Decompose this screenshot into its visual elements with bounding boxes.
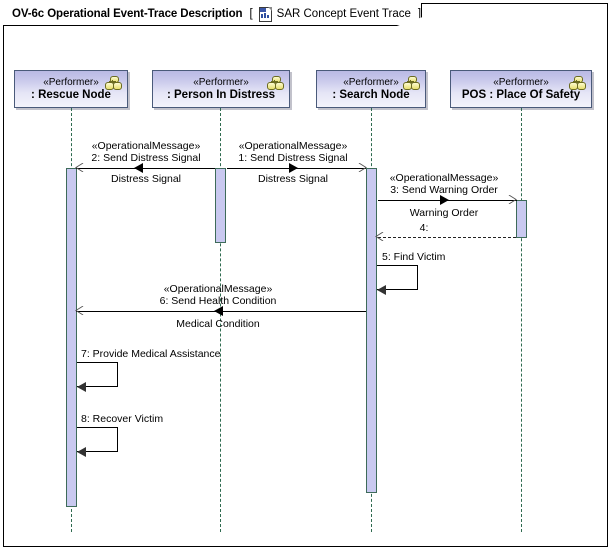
lifeline-header-rescue-node[interactable]: «Performer» : Rescue Node	[14, 70, 128, 108]
message-1-stereotype: «OperationalMessage»	[238, 140, 348, 152]
activation-bar-rescue-node	[66, 168, 77, 507]
message-6-open-arrow	[75, 306, 84, 315]
message-7-arrowhead	[77, 382, 86, 392]
lifeline-name: : Rescue Node	[31, 88, 111, 101]
message-6-name: 6: Send Health Condition	[159, 295, 277, 307]
bracket-close: ]	[417, 8, 422, 20]
message-2-arrowhead	[134, 163, 143, 173]
message-1-signal: Distress Signal	[257, 173, 329, 185]
message-5-name: 5: Find Victim	[382, 251, 446, 263]
activation-bar-person-in-distress	[215, 168, 226, 243]
message-7-self-loop	[77, 362, 118, 387]
message-5-arrowhead	[377, 285, 386, 295]
message-3-signal: Warning Order	[409, 207, 479, 219]
performer-icon	[105, 76, 122, 90]
lifeline-name: POS : Place Of Safety	[461, 88, 581, 101]
message-2-signal: Distress Signal	[110, 173, 182, 185]
diagram-title-tab[interactable]: OV-6c Operational Event-Trace Descriptio…	[3, 3, 422, 26]
message-3-arrowhead	[440, 195, 449, 205]
lifeline-name: : Search Node	[332, 88, 410, 101]
lifeline-stereotype: «Performer»	[193, 76, 249, 88]
message-2-name: 2: Send Distress Signal	[91, 152, 201, 164]
message-2-stereotype: «OperationalMessage»	[91, 140, 201, 152]
message-1-arrowhead	[289, 163, 298, 173]
message-2-line	[76, 168, 215, 169]
diagram-subtitle: SAR Concept Event Trace	[276, 8, 411, 20]
lifeline-header-search-node[interactable]: «Performer» : Search Node	[316, 70, 426, 108]
lifeline-stereotype: «Performer»	[343, 76, 399, 88]
lifeline-header-place-of-safety[interactable]: «Performer» POS : Place Of Safety	[450, 70, 592, 108]
diagram-document-icon	[258, 7, 272, 22]
message-5-self-loop	[377, 265, 418, 290]
message-8-name: 8: Recover Victim	[81, 413, 164, 425]
message-6-stereotype: «OperationalMessage»	[163, 283, 273, 295]
message-3-stereotype: «OperationalMessage»	[389, 172, 499, 184]
activation-bar-search-node	[366, 168, 377, 493]
message-4-open-arrow	[375, 232, 384, 241]
message-3-open-arrow	[508, 195, 517, 204]
message-4-name: 4:	[419, 222, 429, 234]
lifeline-header-person-in-distress[interactable]: «Performer» : Person In Distress	[152, 70, 290, 108]
lifeline-stereotype: «Performer»	[43, 76, 99, 88]
lifeline-place-of-safety	[521, 108, 522, 532]
lifeline-person-in-distress	[220, 108, 221, 532]
message-7-name: 7: Provide Medical Assistance	[81, 348, 221, 360]
bracket-open: [	[249, 8, 253, 20]
message-6-signal: Medical Condition	[176, 318, 260, 330]
message-1-name: 1: Send Distress Signal	[238, 152, 348, 164]
page-title: OV-6c Operational Event-Trace Descriptio…	[12, 8, 243, 20]
performer-icon	[403, 76, 420, 90]
message-8-self-loop	[77, 427, 118, 452]
message-6-arrowhead	[214, 306, 223, 316]
activation-bar-place-of-safety	[516, 200, 527, 238]
message-8-arrowhead	[77, 447, 86, 457]
lifeline-stereotype: «Performer»	[493, 76, 549, 88]
performer-icon	[267, 76, 284, 90]
message-1-open-arrow	[358, 163, 367, 172]
lifeline-name: : Person In Distress	[166, 88, 275, 101]
message-2-open-arrow	[75, 163, 84, 172]
performer-icon	[569, 76, 586, 90]
message-3-name: 3: Send Warning Order	[390, 184, 498, 196]
message-4-line	[378, 237, 516, 238]
